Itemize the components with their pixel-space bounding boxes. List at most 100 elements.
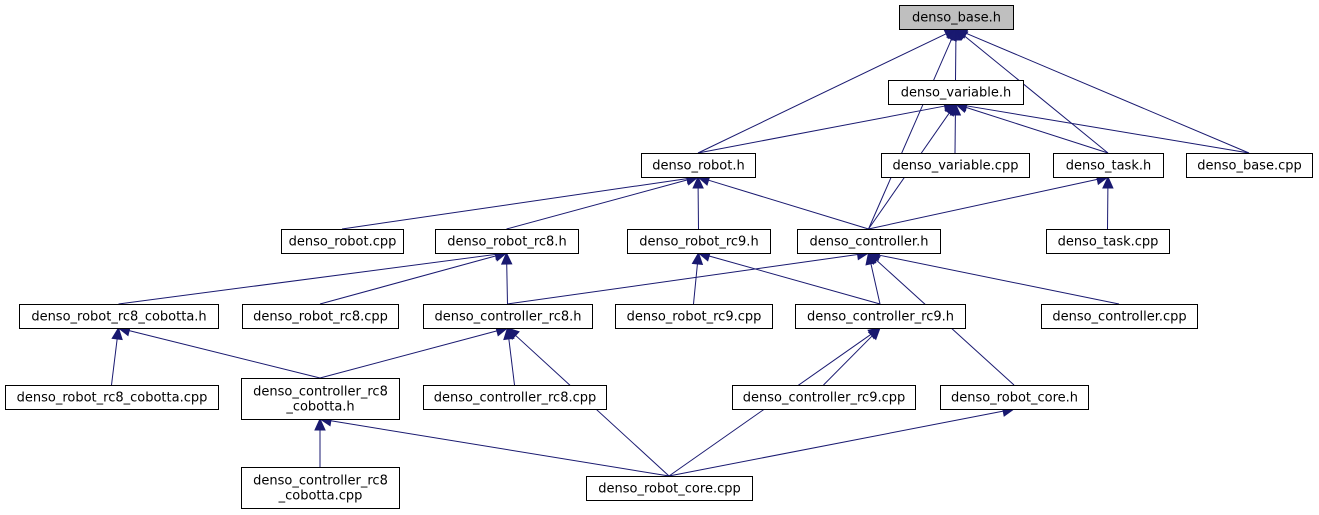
node-denso-controller-rc8-cobotta-h[interactable]: denso_controller_rc8_cobotta.h <box>241 378 400 420</box>
node-label: denso_controller_rc8 <box>253 385 388 400</box>
node-label: denso_robot.cpp <box>289 235 397 250</box>
node-denso-robot-rc8-cobotta-h[interactable]: denso_robot_rc8_cobotta.h <box>19 304 219 329</box>
node-denso-robot-core-h[interactable]: denso_robot_core.h <box>940 385 1089 410</box>
arrowhead <box>692 175 704 189</box>
edge-denso-controller-h-to-denso-robot-h <box>708 179 869 230</box>
node-box <box>423 304 593 329</box>
node-label: denso_controller.h <box>810 235 929 250</box>
node-label: denso_robot_rc8_cobotta.cpp <box>17 391 208 406</box>
node-box <box>641 153 756 178</box>
node-box <box>1053 153 1164 178</box>
node-box <box>1041 304 1198 329</box>
node-box <box>795 304 966 329</box>
edge-denso-task-h-to-denso-variable-h <box>965 106 1109 154</box>
node-box <box>5 385 219 410</box>
edge-denso-controller-rc8-h-to-denso-controller-h <box>507 254 858 305</box>
edge-denso-robot-h-to-denso-variable-h <box>697 105 945 154</box>
edge-denso-controller-rc8-cobotta-h-to-denso-robot-rc8-cobotta-h <box>129 330 321 379</box>
node-denso-task-h[interactable]: denso_task.h <box>1053 153 1164 178</box>
arrowhead <box>946 27 957 42</box>
edge-denso-robot-cpp-to-denso-robot-h <box>341 178 688 230</box>
node-denso-robot-core-cpp[interactable]: denso_robot_core.cpp <box>586 476 753 501</box>
node-denso-variable-h[interactable]: denso_variable.h <box>888 80 1024 105</box>
node-box <box>242 304 399 329</box>
node-label: _cobotta.h <box>285 400 354 415</box>
node-denso-robot-rc8-cpp[interactable]: denso_robot_rc8.cpp <box>242 304 399 329</box>
arrowhead <box>949 102 962 116</box>
node-denso-controller-h[interactable]: denso_controller.h <box>797 229 941 254</box>
node-denso-controller-rc8-cpp[interactable]: denso_controller_rc8.cpp <box>423 385 607 410</box>
node-denso-controller-rc8-h[interactable]: denso_controller_rc8.h <box>423 304 593 329</box>
edge-denso-controller-cpp-to-denso-controller-h <box>879 254 1120 305</box>
node-label: denso_robot_rc9.cpp <box>627 310 762 325</box>
node-box <box>732 385 916 410</box>
arrowhead <box>111 326 123 341</box>
node-label: denso_controller_rc8.cpp <box>434 391 597 406</box>
edge-denso-controller-h-to-denso-base-h <box>868 38 953 230</box>
node-label: denso_base.h <box>912 11 1001 26</box>
node-box <box>241 378 400 420</box>
node-box <box>435 229 579 254</box>
node-label: denso_variable.cpp <box>893 159 1019 174</box>
arrowhead <box>867 327 881 341</box>
node-denso-robot-rc8-cobotta-cpp[interactable]: denso_robot_rc8_cobotta.cpp <box>5 385 219 410</box>
edge-denso-robot-h-to-denso-base-h <box>697 33 947 154</box>
node-label: denso_controller_rc9.h <box>807 310 954 325</box>
node-box <box>423 385 607 410</box>
node-denso-controller-cpp[interactable]: denso_controller.cpp <box>1041 304 1198 329</box>
node-box <box>241 467 400 509</box>
node-box <box>586 476 753 501</box>
arrowhead <box>867 252 881 266</box>
nodes-layer: denso_base.h denso_variable.h denso_robot.… <box>5 5 1313 509</box>
node-box <box>888 80 1024 105</box>
edge-denso-task-h-to-denso-base-h <box>964 35 1109 154</box>
node-label: denso_robot_rc8_cobotta.h <box>31 310 206 325</box>
node-denso-controller-rc8-cobotta-cpp[interactable]: denso_controller_rc8_cobotta.cpp <box>241 467 400 509</box>
node-denso-variable-cpp[interactable]: denso_variable.cpp <box>881 153 1030 178</box>
node-label: denso_robot_rc9.h <box>639 235 758 250</box>
node-denso-robot-rc9-h[interactable]: denso_robot_rc9.h <box>627 229 771 254</box>
node-denso-controller-rc9-h[interactable]: denso_controller_rc9.h <box>795 304 966 329</box>
node-denso-robot-rc8-h[interactable]: denso_robot_rc8.h <box>435 229 579 254</box>
node-label: denso_controller_rc8.h <box>434 310 581 325</box>
node-label: denso_controller_rc8 <box>253 474 388 489</box>
node-label: denso_variable.h <box>901 86 1012 101</box>
edge-denso-robot-rc8-h-to-denso-robot-h <box>506 179 688 230</box>
node-box <box>940 385 1089 410</box>
edge-denso-controller-rc9-h-to-denso-controller-h <box>870 263 881 305</box>
node-label: denso_robot_rc8.cpp <box>253 310 388 325</box>
node-denso-robot-rc9-cpp[interactable]: denso_robot_rc9.cpp <box>615 304 773 329</box>
node-denso-controller-rc9-cpp[interactable]: denso_controller_rc9.cpp <box>732 385 916 410</box>
edge-denso-base-cpp-to-denso-variable-h <box>966 105 1250 154</box>
node-label: denso_controller_rc9.cpp <box>743 391 906 406</box>
node-box <box>881 153 1030 178</box>
node-box <box>1046 229 1170 254</box>
node-denso-robot-h[interactable]: denso_robot.h <box>641 153 756 178</box>
node-box <box>615 304 773 329</box>
node-box <box>899 5 1014 30</box>
node-denso-base-cpp[interactable]: denso_base.cpp <box>1186 153 1313 178</box>
node-label: denso_task.h <box>1066 159 1151 174</box>
node-box <box>627 229 771 254</box>
edge-denso-controller-rc9-cpp-to-denso-controller-rc9-h <box>823 335 873 386</box>
node-denso-base-h[interactable]: denso_base.h <box>899 5 1014 30</box>
edge-denso-controller-rc8-cobotta-h-to-denso-controller-rc8-h <box>319 330 498 379</box>
edge-denso-robot-rc8-cobotta-cpp-to-denso-robot-rc8-cobotta-h <box>111 338 118 386</box>
edge-denso-robot-rc8-cobotta-h-to-denso-robot-rc8-h <box>118 253 496 305</box>
node-label: _cobotta.cpp <box>278 489 363 504</box>
node-box <box>19 304 219 329</box>
edge-denso-robot-core-cpp-to-denso-robot-core-h <box>668 410 1004 477</box>
node-denso-task-cpp[interactable]: denso_task.cpp <box>1046 229 1170 254</box>
node-label: denso_robot_core.h <box>951 391 1078 406</box>
node-denso-robot-cpp[interactable]: denso_robot.cpp <box>281 229 404 254</box>
edge-denso-robot-rc8-cpp-to-denso-robot-rc8-h <box>319 255 497 305</box>
node-label: denso_robot_rc8.h <box>447 235 566 250</box>
edge-denso-controller-h-to-denso-task-h <box>868 178 1098 230</box>
arrowhead <box>691 251 704 266</box>
node-label: denso_controller.cpp <box>1052 310 1186 325</box>
node-label: denso_task.cpp <box>1058 235 1159 250</box>
node-box <box>281 229 404 254</box>
edge-denso-base-cpp-to-denso-base-h <box>965 32 1250 154</box>
edge-denso-robot-core-cpp-to-denso-controller-rc8-cobotta-h <box>330 420 670 477</box>
